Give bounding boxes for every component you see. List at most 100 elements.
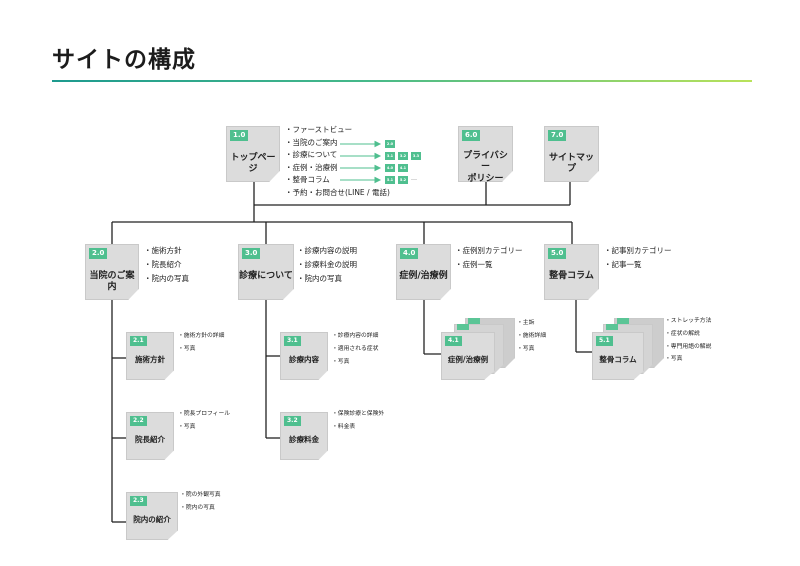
note-item: ・ファーストビュー	[285, 125, 353, 134]
node-label: 症例/治療例	[399, 271, 448, 281]
node-badge: 2.0	[89, 248, 108, 259]
node-treatment[interactable]: 3.0 診療について	[238, 244, 294, 300]
node-policy[interactable]: 2.1 施術方針	[126, 332, 174, 380]
note-item: ・写真	[178, 345, 196, 352]
note-item: ・保険診療と保険外	[332, 411, 385, 417]
note-item: ・診療について	[285, 150, 338, 159]
node-treatment-content[interactable]: 3.1 診療内容	[280, 332, 328, 380]
node-label: 診療内容	[289, 355, 319, 364]
node-label: 整骨コラム	[549, 271, 594, 281]
treatment-fee-notes: ・保険診療と保険外 ・料金表	[332, 408, 384, 434]
node-badge: 6.0	[462, 130, 481, 141]
note-item: ・記事一覧	[604, 260, 642, 269]
stacked-page-tab	[457, 324, 469, 330]
note-item: ・ストレッチ方法	[665, 318, 712, 324]
note-item: ・院の外観写真	[180, 492, 221, 498]
stacked-page-tab	[468, 318, 480, 324]
node-cases[interactable]: 4.0 症例/治療例	[396, 244, 451, 300]
node-director[interactable]: 2.2 院長紹介	[126, 412, 174, 460]
node-label-line: プライバシー	[463, 151, 508, 173]
node-label: 院長紹介	[135, 435, 165, 444]
page-title: サイトの構成	[52, 47, 196, 73]
note-item: ・症例・治療例	[285, 162, 338, 172]
treatment-notes: ・診療内容の説明 ・診療料金の説明 ・院内の写真	[297, 244, 357, 286]
mini-badge: 5.1	[385, 176, 395, 184]
node-label: 院内の紹介	[133, 515, 171, 524]
note-item: ・整骨コラム	[285, 175, 330, 184]
node-label: 診療料金	[289, 435, 319, 444]
mini-badge: 4.1	[398, 164, 408, 172]
mini-badge: 3.3	[411, 152, 421, 160]
node-badge: 5.1	[596, 336, 613, 346]
node-label: 整骨コラム	[599, 355, 637, 364]
node-top-page[interactable]: 1.0 トップページ	[226, 126, 280, 182]
note-item: ・予約・お問合せ(LINE / 電話)	[285, 187, 390, 197]
note-item: ・写真	[178, 423, 196, 430]
note-item: ・適用される症状	[332, 345, 379, 352]
note-item: ・症例一覧	[455, 260, 493, 269]
title-underline	[52, 80, 752, 82]
note-item: ・院長紹介	[144, 260, 182, 269]
note-item: ・診療内容の説明	[297, 246, 357, 255]
node-about-clinic[interactable]: 2.0 当院のご案内	[85, 244, 139, 300]
node-badge: 7.0	[548, 130, 567, 141]
node-label: 症例/治療例	[447, 355, 489, 364]
note-item: ・院内の写真	[297, 274, 342, 283]
node-label: トップページ	[230, 153, 276, 175]
note-item: ・写真	[517, 345, 535, 352]
node-label: 施術方針	[135, 355, 165, 364]
note-item: ・院内の写真	[180, 504, 215, 511]
clinic-intro-notes: ・院の外観写真 ・院内の写真	[180, 489, 221, 515]
note-item: ・専門用語の解説	[665, 343, 712, 350]
node-badge: 3.2	[284, 416, 301, 426]
node-label: プライバシー ポリシー	[459, 151, 512, 184]
node-label: 当院のご案内	[89, 271, 135, 293]
note-item: ・症状の解説	[665, 330, 700, 337]
note-item: ・施術詳細	[517, 332, 546, 339]
node-case-detail[interactable]: 4.1 症例/治療例	[441, 332, 495, 380]
node-label-line: ポリシー	[467, 173, 504, 184]
note-item: ・診療内容の詳細	[332, 333, 379, 339]
node-badge: 5.0	[548, 248, 567, 259]
stacked-page-tab	[606, 324, 618, 330]
node-badge: 2.2	[130, 416, 147, 426]
mini-badge: 4.0	[385, 164, 395, 172]
policy-notes: ・施術方針の詳細 ・写真	[178, 330, 224, 356]
node-label: 診療について	[239, 271, 293, 281]
node-badge: 4.1	[445, 336, 462, 346]
node-badge: 1.0	[230, 130, 249, 141]
note-item: ・施術方針の詳細	[178, 333, 225, 339]
about-notes: ・施術方針 ・院長紹介 ・院内の写真	[144, 244, 189, 286]
node-badge: 3.1	[284, 336, 301, 346]
node-badge: 3.0	[242, 248, 261, 259]
node-privacy-policy[interactable]: 6.0 プライバシー ポリシー	[458, 126, 513, 182]
note-item: ・写真	[332, 358, 350, 365]
treatment-content-notes: ・診療内容の詳細 ・適用される症状 ・写真	[332, 330, 378, 368]
ellipsis: …	[411, 175, 417, 182]
node-column[interactable]: 5.0 整骨コラム	[544, 244, 599, 300]
node-badge: 4.0	[400, 248, 419, 259]
node-badge: 2.3	[130, 496, 147, 506]
node-sitemap[interactable]: 7.0 サイトマップ	[544, 126, 599, 182]
case-detail-notes: ・主訴 ・施術詳細 ・写真	[517, 317, 546, 355]
node-column-detail[interactable]: 5.1 整骨コラム	[592, 332, 644, 380]
note-item: ・院内の写真	[144, 274, 189, 283]
node-treatment-fee[interactable]: 3.2 診療料金	[280, 412, 328, 460]
note-item: ・当院のご案内	[285, 137, 338, 147]
cases-notes: ・症例別カテゴリー ・症例一覧	[455, 244, 523, 272]
note-item: ・施術方針	[144, 246, 182, 255]
mini-badge: 3.2	[398, 152, 408, 160]
note-item: ・診療料金の説明	[297, 260, 357, 269]
note-item: ・料金表	[332, 423, 356, 430]
note-item: ・院長プロフィール	[178, 411, 231, 417]
mini-badge: 5.2	[398, 176, 408, 184]
note-item: ・症例別カテゴリー	[455, 246, 523, 255]
note-item: ・主訴	[517, 320, 535, 326]
mini-badge: 3.1	[385, 152, 395, 160]
column-detail-notes: ・ストレッチ方法 ・症状の解説 ・専門用語の解説 ・写真	[665, 315, 711, 366]
node-label: サイトマップ	[548, 153, 594, 175]
director-notes: ・院長プロフィール ・写真	[178, 408, 230, 434]
node-badge: 2.1	[130, 336, 147, 346]
node-clinic-intro[interactable]: 2.3 院内の紹介	[126, 492, 178, 540]
note-item: ・写真	[665, 356, 683, 363]
